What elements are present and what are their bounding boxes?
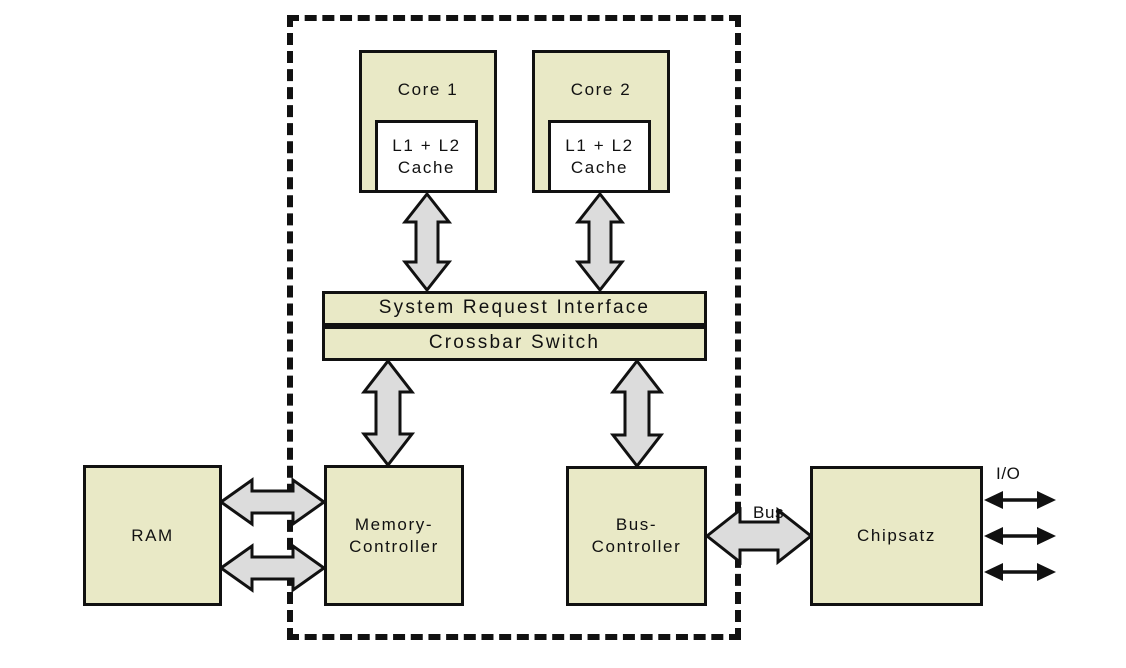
io-arrow-3 [984, 563, 1056, 581]
cpu-die-boundary [287, 15, 741, 640]
block-memory-controller[interactable]: Memory- Controller [324, 465, 464, 606]
block-bus-controller[interactable]: Bus- Controller [566, 466, 707, 606]
block-cache-core-1[interactable]: L1 + L2 Cache [375, 120, 478, 193]
block-ram[interactable]: RAM [83, 465, 222, 606]
system-request-interface-label: System Request Interface [378, 297, 651, 319]
block-crossbar-switch[interactable]: Crossbar Switch [322, 326, 707, 361]
block-system-request-interface[interactable]: System Request Interface [322, 291, 707, 326]
core-2-label: Core 2 [570, 80, 632, 99]
ram-label: RAM [131, 525, 174, 545]
cache-core-1-label: L1 + L2 Cache [392, 135, 461, 177]
core-1-label: Core 1 [397, 80, 459, 99]
bus-edge-label: Bus [753, 503, 785, 522]
cache-core-2-label: L1 + L2 Cache [565, 135, 634, 177]
block-cache-core-2[interactable]: L1 + L2 Cache [548, 120, 651, 193]
bus-controller-label: Bus- Controller [591, 515, 682, 556]
io-arrow-2 [984, 527, 1056, 545]
chipset-label: Chipsatz [857, 526, 936, 546]
crossbar-switch-label: Crossbar Switch [428, 332, 601, 354]
memory-controller-label: Memory- Controller [349, 514, 439, 556]
io-arrow-1 [984, 491, 1056, 509]
io-edge-label: I/O [996, 464, 1021, 483]
block-chipset[interactable]: Chipsatz [810, 466, 983, 606]
